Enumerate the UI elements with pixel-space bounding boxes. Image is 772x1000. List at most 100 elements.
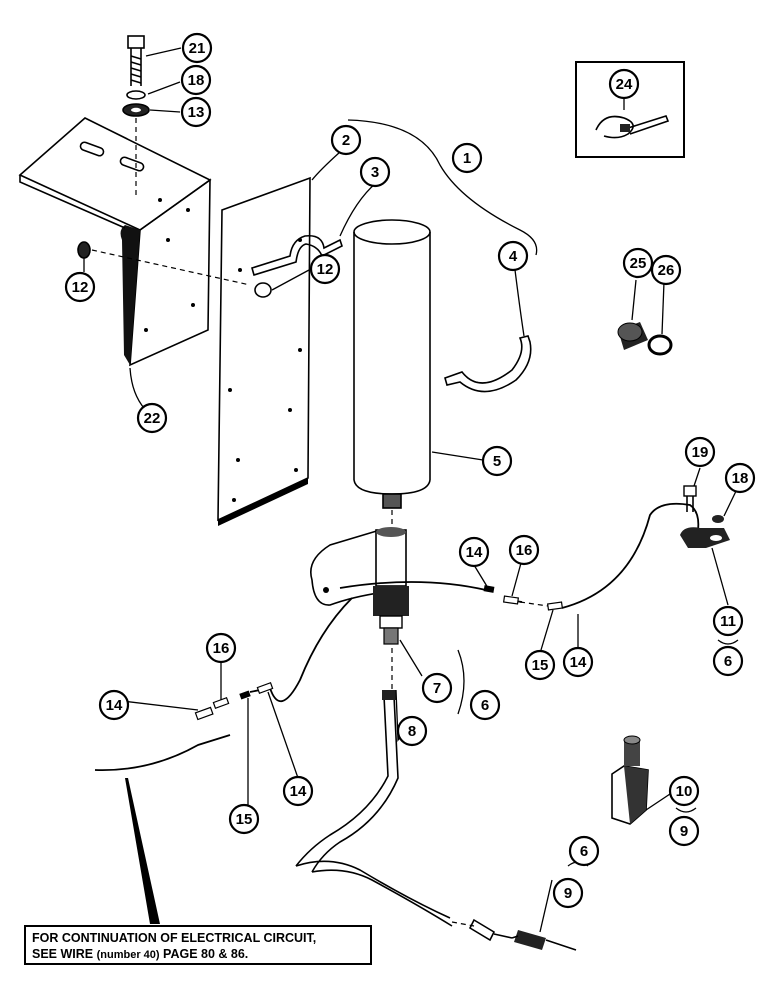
callout-10: 10 (668, 775, 700, 807)
svg-text:7: 7 (433, 680, 441, 697)
svg-text:24: 24 (616, 76, 633, 93)
leader-11 (711, 547, 729, 606)
svg-text:1: 1 (463, 150, 471, 167)
svg-text:6: 6 (724, 653, 732, 670)
callout-22: 22 (136, 402, 168, 434)
washer-12-left-part (77, 241, 91, 259)
fitting-9-part (511, 930, 577, 951)
callout-5: 5 (481, 445, 513, 477)
callout-25: 25 (622, 247, 654, 279)
leader-26 (661, 281, 665, 335)
svg-text:18: 18 (732, 470, 749, 487)
washer-12-right-part (254, 282, 272, 298)
continuation-note: FOR CONTINUATION OF ELECTRICAL CIRCUIT, … (24, 925, 372, 965)
callout-6: 6 (712, 645, 744, 677)
callout-9: 9 (552, 877, 584, 909)
leader-14d (267, 691, 299, 779)
callout-24: 24 (608, 68, 640, 100)
terminal-11-part (680, 485, 730, 548)
callout-15: 15 (228, 803, 260, 835)
svg-text:2: 2 (342, 132, 350, 149)
cable-tie-24-part (595, 115, 670, 139)
svg-text:26: 26 (658, 262, 675, 279)
svg-text:11: 11 (720, 613, 736, 630)
svg-text:9: 9 (564, 885, 572, 902)
svg-text:8: 8 (408, 723, 416, 740)
callout-18: 18 (180, 64, 212, 96)
svg-text:6: 6 (580, 843, 588, 860)
svg-text:3: 3 (371, 164, 379, 181)
svg-text:14: 14 (106, 697, 123, 714)
svg-text:15: 15 (236, 811, 253, 828)
group-bracket-6 (457, 649, 465, 715)
wire-left (249, 597, 353, 702)
leader-18a (147, 81, 181, 95)
callout-11: 11 (712, 605, 744, 637)
washer-18-part (126, 90, 146, 100)
svg-text:16: 16 (213, 640, 230, 657)
svg-text:18: 18 (188, 72, 205, 89)
callout-9: 9 (668, 815, 700, 847)
washer-18-right-part (712, 515, 724, 523)
svg-text:16: 16 (516, 542, 533, 559)
svg-text:22: 22 (144, 410, 161, 427)
svg-text:10: 10 (676, 783, 693, 800)
note-line-1: FOR CONTINUATION OF ELECTRICAL CIRCUIT, (32, 931, 317, 945)
svg-text:19: 19 (692, 444, 709, 461)
group-bracket-1 (347, 119, 538, 256)
strap-4-part (444, 335, 532, 393)
callout-15: 15 (524, 649, 556, 681)
callout-2: 2 (330, 124, 362, 156)
bolt-21-part (127, 35, 145, 86)
callout-8: 8 (396, 715, 428, 747)
plate-2-part (217, 176, 311, 526)
leader-16a (511, 562, 522, 597)
callout-18: 18 (724, 462, 756, 494)
leader-13 (149, 109, 181, 113)
bracket-22-part (18, 117, 212, 367)
callout-6: 6 (568, 835, 600, 867)
svg-text:15: 15 (532, 657, 549, 674)
callout-14: 14 (458, 536, 490, 568)
note-line-2-suffix: PAGE 80 & 86. (159, 947, 249, 961)
svg-text:5: 5 (493, 453, 501, 470)
leader-7 (399, 639, 423, 677)
callout-3: 3 (359, 156, 391, 188)
leader-25 (631, 279, 637, 321)
leader-19 (693, 467, 701, 487)
note-line-2-small: (number 40) (96, 949, 160, 961)
note-pointer (125, 778, 160, 924)
svg-text:4: 4 (509, 248, 518, 265)
svg-text:12: 12 (317, 261, 334, 278)
callout-13: 13 (180, 96, 212, 128)
hose-8-part (295, 690, 513, 942)
washer-13-part (122, 103, 150, 117)
washer-26-part (647, 334, 673, 356)
leader-3 (339, 182, 377, 237)
svg-text:12: 12 (72, 279, 89, 296)
leader-12b (271, 269, 310, 291)
wire-upper (339, 581, 487, 591)
leader-15a (540, 609, 554, 651)
callout-1: 1 (451, 142, 483, 174)
callout-26: 26 (650, 254, 682, 286)
wire-right (561, 502, 700, 609)
svg-text:21: 21 (189, 40, 206, 57)
leader-4 (513, 261, 525, 337)
callout-7: 7 (421, 672, 453, 704)
strap-3-part (251, 234, 343, 277)
leader-14a (473, 564, 489, 589)
cylinder-5-part (353, 219, 431, 509)
callout-14: 14 (98, 689, 130, 721)
note-line-2-prefix: SEE WIRE (32, 947, 97, 961)
svg-text:13: 13 (188, 104, 205, 121)
leader-9b (539, 879, 553, 933)
callout-14: 14 (562, 646, 594, 678)
plug-25-part (617, 322, 648, 350)
svg-text:14: 14 (290, 783, 307, 800)
callout-16: 16 (205, 632, 237, 664)
leader-21 (145, 47, 182, 57)
svg-text:6: 6 (481, 697, 489, 714)
group-bracket-11 (717, 639, 739, 645)
callout-6: 6 (469, 689, 501, 721)
